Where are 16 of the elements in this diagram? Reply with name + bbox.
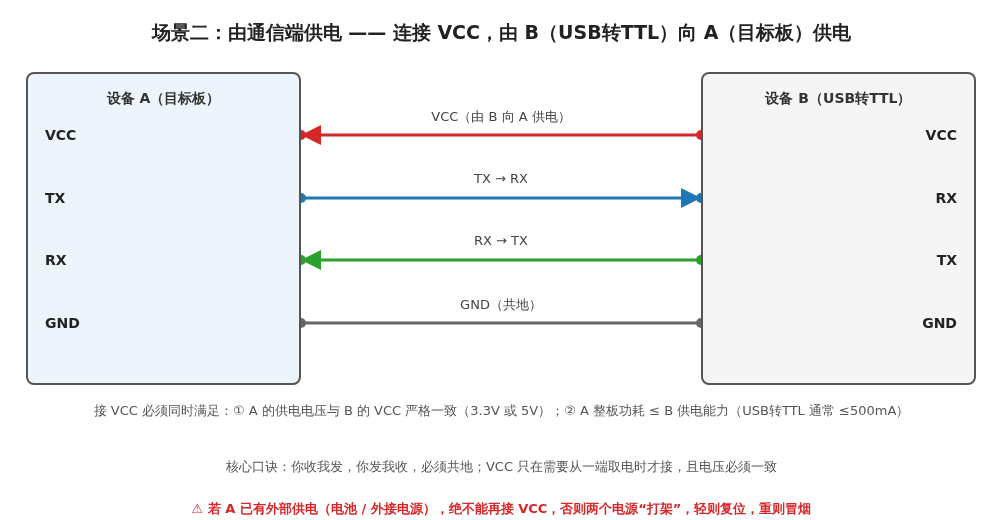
note-text: 核心口诀：你收我发，你发我收，必须共地；VCC 只在需要从一端取电时才接，且电压必须一致 — [224, 458, 779, 476]
device-box — [701, 72, 976, 385]
pin-label: VCC — [45, 126, 77, 145]
pin-label: GND — [45, 314, 80, 333]
box-heading: 设备 B（USB转TTL） — [763, 90, 913, 108]
pin-label: TX — [936, 251, 957, 270]
pin-label: VCC — [925, 126, 957, 145]
pin-label: GND — [922, 314, 957, 333]
pin-label: TX — [45, 189, 66, 208]
pin-label: RX — [935, 189, 957, 208]
pin-label: RX — [45, 251, 67, 270]
device-box — [26, 72, 301, 385]
note-text: 接 VCC 必须同时满足：① A 的供电电压与 B 的 VCC 严格一致（3.3V 或 5V）；② A 整板功耗 ≤ B 供电能力（USB转TTL 通常 ≤500mA） — [92, 402, 911, 420]
warning-note: ⚠ 若 A 已有外部供电（电池 / 外接电源），绝不能再接 VCC，否则两个电源“打架”，轻则复位，重则冒烟 — [190, 500, 813, 518]
box-heading: 设备 A（目标板） — [105, 90, 222, 108]
title: 场景二：由通信端供电 —— 连接 VCC，由 B（USB转TTL）向 A（目标板）供电 — [150, 20, 853, 45]
